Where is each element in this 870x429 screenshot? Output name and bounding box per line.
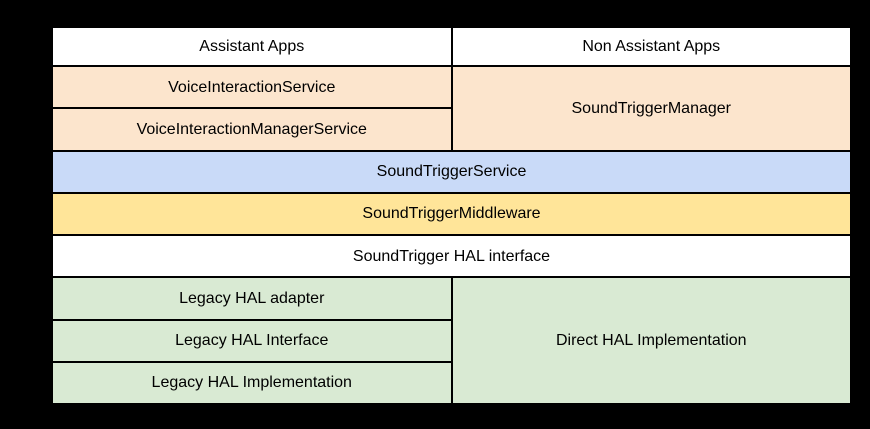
direct-hal-implementation-label: Direct HAL Implementation — [555, 332, 747, 350]
sound-trigger-service-label: SoundTriggerService — [376, 163, 527, 181]
cell-legacy-hal-interface: Legacy HAL Interface — [53, 320, 451, 361]
voice-interaction-service-label: VoiceInteractionService — [168, 78, 336, 96]
non-assistant-apps-label: Non Assistant Apps — [582, 37, 721, 55]
legacy-hal-adapter-label: Legacy HAL adapter — [179, 289, 325, 307]
assistant-apps-label: Assistant Apps — [199, 37, 305, 55]
cell-voice-interaction-service: VoiceInteractionService — [53, 67, 451, 108]
cell-sound-trigger-middleware: SoundTriggerMiddleware — [53, 193, 850, 234]
cell-non-assistant-apps: Non Assistant Apps — [452, 28, 850, 65]
cell-legacy-hal-implementation: Legacy HAL Implementation — [53, 362, 451, 403]
voice-interaction-manager-service-label: VoiceInteractionManagerService — [136, 120, 367, 138]
cell-voice-interaction-manager-service: VoiceInteractionManagerService — [53, 109, 451, 150]
cell-legacy-hal-adapter: Legacy HAL adapter — [53, 278, 451, 319]
cell-direct-hal-implementation: Direct HAL Implementation — [452, 278, 850, 403]
legacy-hal-interface-label: Legacy HAL Interface — [175, 332, 329, 350]
sound-trigger-manager-label: SoundTriggerManager — [571, 99, 732, 117]
legacy-hal-implementation-label: Legacy HAL Implementation — [151, 374, 352, 392]
cell-assistant-apps: Assistant Apps — [53, 28, 451, 65]
sound-trigger-middleware-label: SoundTriggerMiddleware — [362, 205, 541, 223]
soundtrigger-hal-interface-label: SoundTrigger HAL interface — [352, 247, 551, 265]
soundtrigger-stack-diagram: Assistant Apps Non Assistant Apps VoiceI… — [53, 28, 850, 403]
cell-sound-trigger-manager: SoundTriggerManager — [452, 67, 850, 150]
cell-sound-trigger-service: SoundTriggerService — [53, 151, 850, 192]
cell-soundtrigger-hal-interface: SoundTrigger HAL interface — [53, 236, 850, 277]
